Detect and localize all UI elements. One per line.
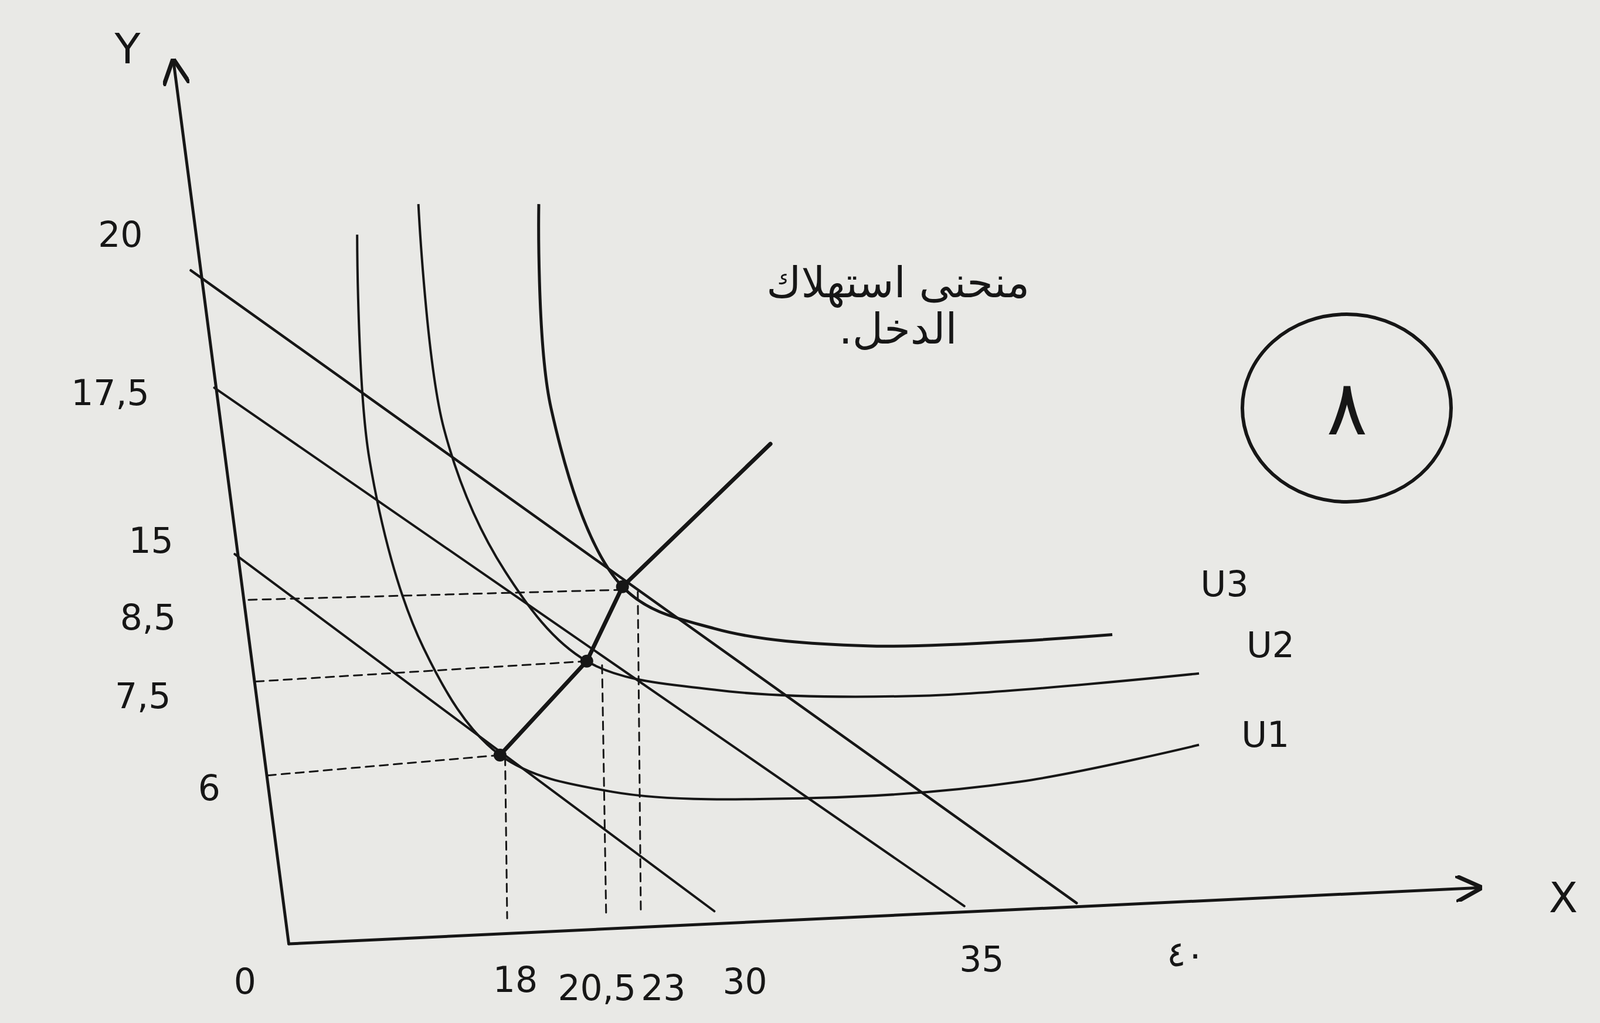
axis-label: X: [1548, 874, 1578, 922]
origin-label: 0: [233, 962, 257, 1001]
tick-value: 18: [493, 960, 538, 1000]
budget-line: [214, 387, 965, 906]
tick-value: 30: [722, 962, 767, 1001]
tick-value: 35: [959, 939, 1004, 979]
guide-line: [637, 591, 641, 913]
equilibrium-point: [580, 654, 594, 668]
curve-label: U3: [1200, 564, 1249, 604]
income-consumption-curve: [500, 443, 771, 756]
circled-number-text: ٨: [1326, 369, 1368, 447]
curve-label: U2: [1246, 625, 1295, 665]
curve-label: U1: [1241, 715, 1290, 754]
tick-value: ٤٠: [1166, 934, 1205, 974]
y-axis: [173, 60, 290, 944]
indifference-curve: [418, 204, 1199, 697]
guide-line: [254, 661, 587, 682]
guide-line: [243, 589, 623, 600]
tick-value: 20,5: [557, 968, 637, 1008]
curve-title: منحنى استهلاك الدخل.: [745, 259, 1051, 353]
guide-line: [602, 665, 607, 916]
indifference-curve: [357, 234, 1199, 800]
circle-outline: [1242, 314, 1452, 502]
tick-value: 15: [128, 521, 173, 560]
budget-line: [190, 270, 1077, 903]
guide-line: [266, 755, 501, 776]
tick-value: 6: [198, 768, 221, 808]
axis-label: Y: [114, 25, 141, 73]
circled-number: ٨: [1239, 311, 1455, 505]
tick-value: 23: [640, 968, 686, 1008]
tick-value: 8,5: [120, 598, 176, 637]
guide-line: [505, 756, 508, 919]
tick-value: 20: [97, 215, 143, 254]
equilibrium-point: [616, 580, 630, 594]
tick-value: 17,5: [70, 373, 150, 413]
x-axis: [289, 887, 1480, 944]
tick-value: 7,5: [114, 676, 171, 716]
indifference-curve: [538, 204, 1113, 647]
equilibrium-point: [493, 748, 507, 762]
